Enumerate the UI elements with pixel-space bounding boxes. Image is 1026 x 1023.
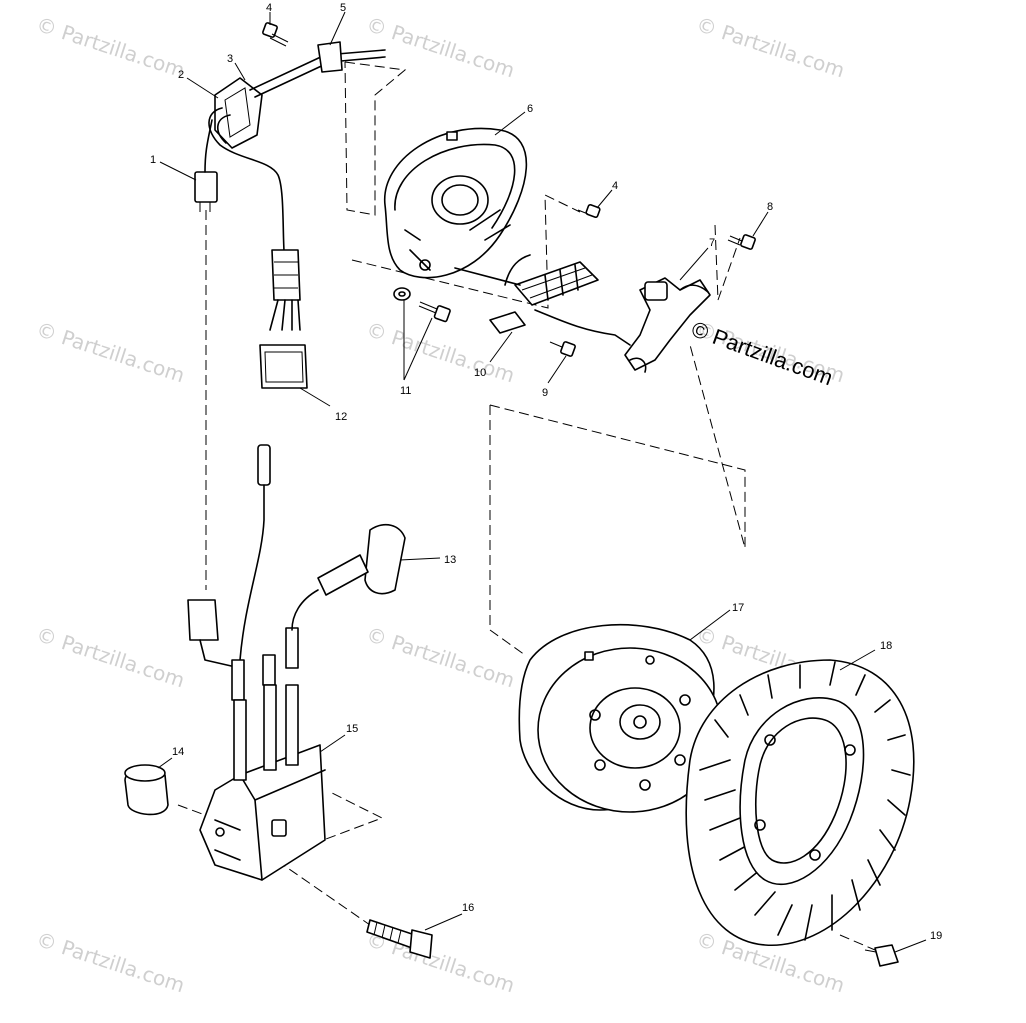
callout-label: 4: [612, 180, 618, 192]
callout-label: 9: [542, 387, 548, 399]
part-bolt-8: [727, 234, 756, 250]
part-flywheel-17: [518, 623, 723, 813]
assembly-line: [489, 344, 746, 549]
watermark: © Partzilla.com: [33, 622, 187, 693]
callout-labels: 1 2 3 4 5 6 4 8 7 11 10 9 12 13 17 18 14…: [150, 2, 942, 942]
part-bolt-4-middle: [577, 204, 601, 218]
part-spark-plug-cap-13: [291, 523, 406, 631]
callout-label: 8: [767, 201, 773, 213]
part-coil-bolt-16: [366, 919, 433, 959]
leader-lines: [157, 11, 927, 953]
callout-label: 18: [880, 640, 892, 652]
assembly-line: [344, 61, 407, 216]
assembly-line: [489, 405, 526, 656]
callout-label: 1: [150, 154, 156, 166]
callout-label: 6: [527, 103, 533, 115]
callout-label: 19: [930, 930, 942, 942]
part-bolt-19: [864, 944, 899, 967]
callout-label: 10: [474, 367, 486, 379]
callout-label: 13: [444, 554, 456, 566]
assembly-line: [177, 804, 206, 816]
callout-label: 4: [266, 2, 272, 14]
watermark: © Partzilla.com: [33, 317, 187, 388]
part-ignition-coil-15: [199, 684, 326, 881]
callout-label: 5: [340, 2, 346, 14]
part-stator-plate-6: [384, 127, 528, 279]
assembly-line: [839, 934, 876, 951]
watermark: © Partzilla.com: [33, 12, 187, 83]
callout-label: 16: [462, 902, 474, 914]
part-spacer-14: [124, 764, 169, 816]
callout-label: 14: [172, 746, 184, 758]
part-pulser-coil-7: [624, 277, 711, 373]
watermark: © Partzilla.com: [363, 622, 517, 693]
part-ignition-wiring: [187, 444, 299, 701]
part-cooling-fan-18: [685, 659, 915, 946]
assembly-line: [351, 194, 581, 309]
part-bolt-9: [549, 341, 576, 357]
callout-label: 3: [227, 53, 233, 65]
part-connector-1: [194, 119, 218, 212]
watermark: © Partzilla.com: [693, 12, 847, 83]
callout-label: 17: [732, 602, 744, 614]
callout-label: 7: [709, 237, 715, 249]
assembly-line: [714, 224, 741, 301]
assembly-lines: [177, 61, 876, 951]
watermark: © Partzilla.com: [363, 12, 517, 83]
part-washer-bolt-11: [393, 287, 451, 323]
part-wire-5: [249, 41, 386, 98]
part-harness-coupler-12: [259, 249, 308, 389]
watermark: © Partzilla.com: [33, 927, 187, 998]
part-cdi-module-2: [208, 77, 286, 266]
watermark: © Partzilla.com: [363, 317, 517, 388]
callout-label: 15: [346, 723, 358, 735]
assembly-line: [239, 834, 371, 926]
callout-label: 2: [178, 69, 184, 81]
callout-label: 12: [335, 411, 347, 423]
part-bolt-4-top: [262, 22, 289, 47]
callout-label: 11: [400, 385, 411, 397]
part-charging-coil-10: [454, 254, 631, 346]
